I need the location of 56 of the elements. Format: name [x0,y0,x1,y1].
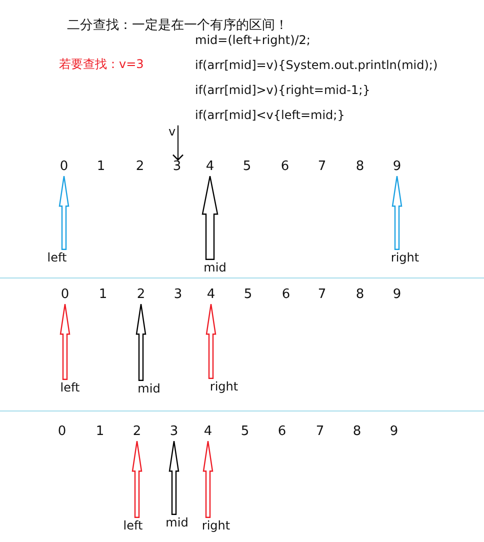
index-number: 6 [282,288,290,302]
code-line: if(arr[mid]<v{left=mid;} [195,108,345,122]
index-number: 0 [60,288,70,302]
block-arrow [132,440,142,518]
block-arrow [202,440,214,518]
index-number: 2 [136,160,144,174]
pointer-label: left [60,381,80,395]
index-number: 3 [174,288,182,302]
index-number: 4 [206,288,216,302]
index-number: 0 [60,160,68,174]
index-number: 0 [58,424,66,440]
pointer-label: right [390,251,420,265]
block-arrow [60,304,70,380]
pointer-label: mid [138,382,160,396]
index-number: 9 [392,288,402,302]
index-number: 7 [318,288,326,302]
pointer-label: right [210,380,238,394]
block-arrow [392,176,402,250]
search-target-note: 若要查找：v=3 [59,57,144,72]
block-arrow [206,304,216,379]
index-number: 4 [206,160,214,174]
index-number: 6 [280,160,290,174]
pointer-label: mid [166,516,188,530]
block-arrow [202,176,218,260]
index-number: 7 [316,424,324,440]
block-arrow [168,440,180,515]
index-number: 2 [132,424,142,440]
index-number: 9 [390,424,398,440]
index-number: 1 [98,288,108,302]
index-number: 7 [318,160,326,174]
index-number: 1 [96,424,104,440]
index-number: 5 [240,424,250,440]
index-number: 5 [242,160,252,174]
index-number: 2 [136,288,146,302]
pointer-label: right [202,519,230,533]
index-number: 6 [278,424,286,440]
index-number: 3 [170,424,178,440]
index-number: 9 [392,160,402,174]
block-arrow [136,304,146,381]
index-number: 8 [352,424,362,440]
pointer-label: left [123,519,143,533]
index-number: 1 [96,160,106,174]
index-number: 8 [356,160,364,174]
title: 二分查找：一定是在一个有序的区间！ [67,18,288,34]
code-line: if(arr[mid]>v){right=mid-1;} [195,83,370,98]
block-arrow [58,176,70,250]
pointer-label: v [168,125,176,139]
index-number: 8 [356,288,364,302]
index-number: 3 [172,160,182,174]
code-line: mid=(left+right)/2; [195,33,310,48]
code-line: if(arr[mid]=v){System.out.println(mid);) [195,58,438,72]
pointer-label: left [47,251,67,265]
arrow [172,124,184,160]
index-number: 4 [204,424,212,440]
pointer-label: mid [204,261,226,275]
index-number: 5 [244,288,252,302]
